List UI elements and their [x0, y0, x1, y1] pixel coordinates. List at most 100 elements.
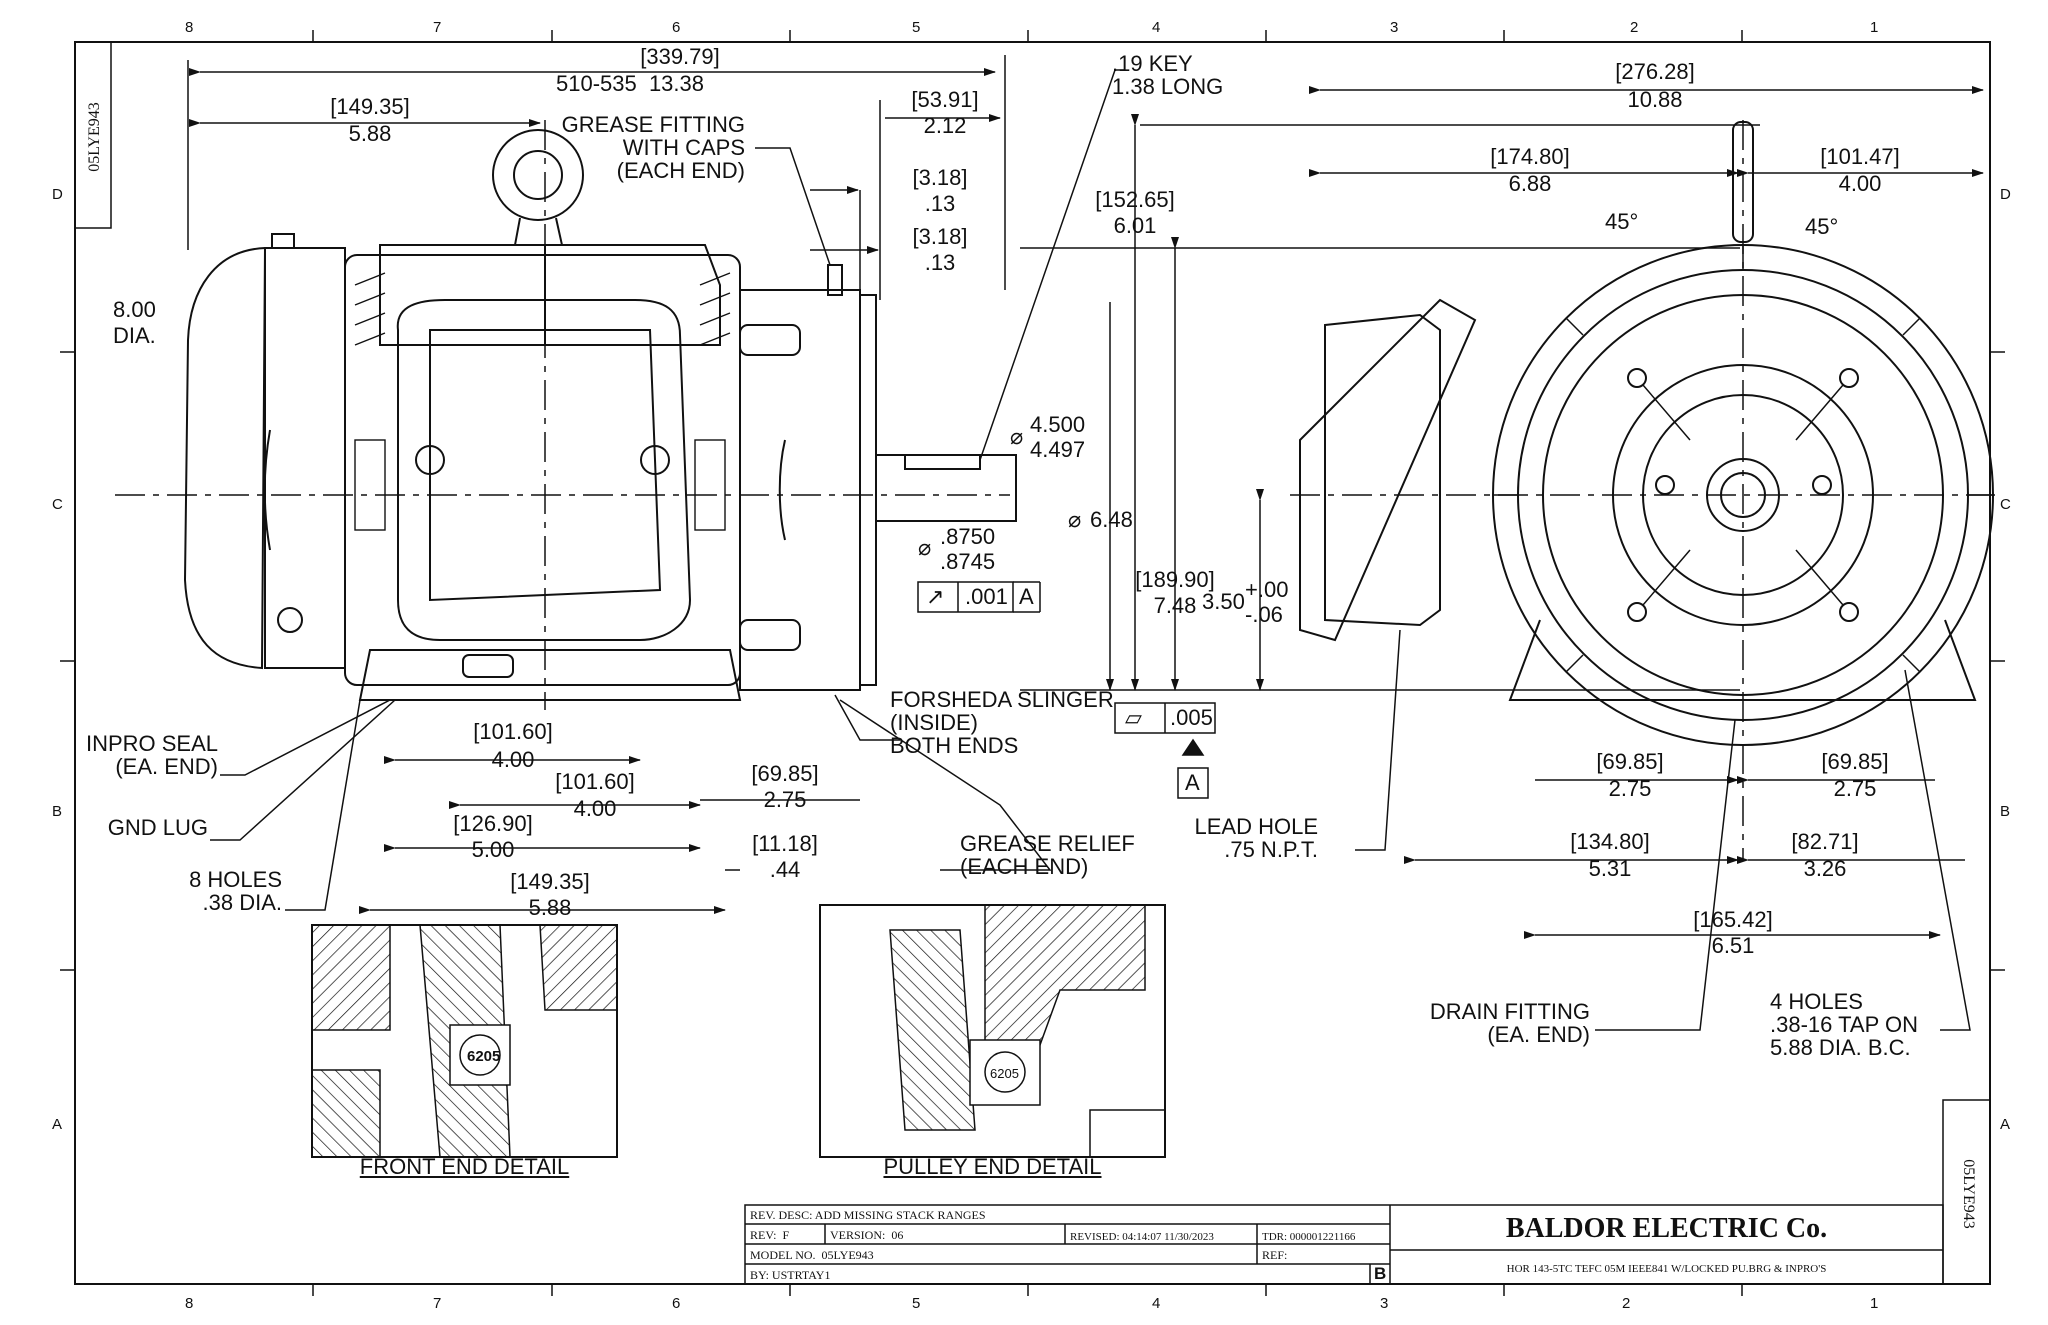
- runout-symbol: ↗: [926, 584, 945, 609]
- foot-f-inch: .44: [769, 857, 801, 882]
- inpro-seal-line2: (EA. END): [115, 754, 218, 779]
- forsheda-line1: FORSHEDA SLINGER: [890, 687, 1114, 712]
- shaft-small-dia-min: .8745: [940, 549, 996, 574]
- shaft-dia-symbol: ⌀: [1010, 424, 1024, 449]
- pulley-end-detail-caption: PULLEY END DETAIL: [883, 1154, 1102, 1179]
- datum-a-label: A: [1185, 770, 1200, 795]
- side-drawing-number: 05LYE943: [86, 102, 103, 172]
- end-right-metric: [101.47]: [1820, 144, 1900, 169]
- zone-row-b-right: B: [2000, 803, 2011, 820]
- grease-relief-line2: (EACH END): [960, 854, 1089, 879]
- sheet-size: B: [1374, 1264, 1387, 1283]
- gnd-lug-label: GND LUG: [107, 815, 208, 840]
- drain-fitting-line1: DRAIN FITTING: [1429, 999, 1590, 1024]
- foot-d-metric: [149.35]: [510, 869, 590, 894]
- shaft-height-metric: [189.90]: [1135, 567, 1215, 592]
- zone-col-1-top: 1: [1870, 19, 1879, 36]
- foot-d-inch: 5.88: [528, 895, 572, 920]
- ref-label: REF:: [1262, 1248, 1288, 1262]
- grease-fitting-line2: WITH CAPS: [622, 135, 745, 160]
- forsheda-line3: BOTH ENDS: [890, 733, 1019, 758]
- dimension-lines: [115, 55, 1995, 1031]
- foot-c-metric: [126.90]: [453, 811, 533, 836]
- dim-frame-end-inch: 5.88: [348, 121, 392, 146]
- holes4-line2: .38-16 TAP ON: [1770, 1012, 1918, 1037]
- drain-fitting-line2: (EA. END): [1487, 1022, 1590, 1047]
- zone-col-8-top: 8: [185, 19, 194, 36]
- fan-dia-value: 8.00: [113, 297, 156, 322]
- holes4-line3: 5.88 DIA. B.C.: [1770, 1035, 1911, 1060]
- zone-col-2-bottom: 2: [1622, 1295, 1631, 1312]
- zone-col-7-top: 7: [433, 19, 442, 36]
- lead-hole-line1: LEAD HOLE: [1194, 814, 1319, 839]
- rev-description: REV. DESC: ADD MISSING STACK RANGES: [750, 1208, 986, 1222]
- end-c1-inch: 5.31: [1588, 856, 1632, 881]
- zone-col-4-top: 4: [1152, 19, 1161, 36]
- lead-hole-line2: .75 N.P.T.: [1224, 837, 1318, 862]
- foot-e-metric: [69.85]: [751, 761, 819, 786]
- end-c2-inch: 3.26: [1803, 856, 1847, 881]
- grease-relief-line1: GREASE RELIEF: [960, 831, 1135, 856]
- flatness-value: .005: [1170, 705, 1213, 730]
- key-length: 1.38 LONG: [1112, 74, 1224, 99]
- dim-flange-b-inch: .13: [924, 250, 956, 275]
- center-tolerance-plus: +.00: [1245, 577, 1289, 602]
- zone-col-4-bottom: 4: [1152, 1295, 1161, 1312]
- dim-flange-a-metric: [3.18]: [912, 165, 968, 190]
- end-c3-inch: 6.51: [1711, 933, 1755, 958]
- foot-f-metric: [11.18]: [752, 831, 818, 856]
- dim-shaft-ext-metric: [53.91]: [911, 87, 979, 112]
- foot-b-metric: [101.60]: [555, 769, 635, 794]
- rev-letter: REV: F: [750, 1228, 790, 1242]
- angle-left: 45°: [1605, 209, 1639, 234]
- tdr-number: TDR: 000001221166: [1262, 1231, 1356, 1243]
- side-view: [183, 129, 1017, 701]
- grease-fitting-line3: (EACH END): [616, 158, 745, 183]
- end-c2-metric: [82.71]: [1791, 829, 1859, 854]
- dim-shaft-ext-inch: 2.12: [923, 113, 967, 138]
- fan-dia-label: DIA.: [113, 323, 156, 348]
- zone-col-3-top: 3: [1390, 19, 1399, 36]
- zone-col-5-top: 5: [912, 19, 921, 36]
- dim-frame-end-metric: [149.35]: [330, 94, 410, 119]
- dim-shaft-top-inch: 6.01: [1113, 213, 1157, 238]
- title-block-lines: [744, 1204, 1944, 1285]
- pulley-end-detail: [819, 904, 1166, 1158]
- company-name: BALDOR ELECTRIC Co.: [1505, 1213, 1828, 1244]
- angle-right: 45°: [1805, 214, 1839, 239]
- zone-col-7-bottom: 7: [433, 1295, 442, 1312]
- flatness-symbol: ▱: [1125, 705, 1142, 730]
- zone-row-a-left: A: [52, 1116, 63, 1133]
- end-left-inch: 6.88: [1508, 171, 1552, 196]
- dim-overall-metric: [339.79]: [640, 44, 720, 69]
- zone-row-d-left: D: [52, 186, 63, 203]
- holes8-line2: .38 DIA.: [202, 890, 282, 915]
- revised-date: REVISED: 04:14:07 11/30/2023: [1070, 1231, 1214, 1243]
- foot-a-metric: [101.60]: [473, 719, 553, 744]
- end-foot-right-inch: 2.75: [1833, 776, 1877, 801]
- overall-dia-value: 6.48: [1090, 507, 1133, 532]
- drawing-description: HOR 143-5TC TEFC 05M IEEE841 W/LOCKED PU…: [1506, 1263, 1827, 1275]
- end-view: [1299, 121, 1994, 746]
- shaft-dia-min: 4.497: [1030, 437, 1086, 462]
- front-end-detail-caption: FRONT END DETAIL: [359, 1154, 570, 1179]
- forsheda-line2: (INSIDE): [890, 710, 978, 735]
- end-width-metric: [276.28]: [1615, 59, 1695, 84]
- zone-col-2-top: 2: [1630, 19, 1639, 36]
- dim-shaft-top-metric: [152.65]: [1095, 187, 1175, 212]
- end-foot-left-inch: 2.75: [1608, 776, 1652, 801]
- foot-e-inch: 2.75: [763, 787, 807, 812]
- drawing-number-vertical: 05LYE943: [1960, 1159, 1977, 1229]
- tolerance-frames: [917, 581, 1216, 799]
- shaft-dia-max: 4.500: [1030, 412, 1086, 437]
- version: VERSION: 06: [830, 1228, 904, 1242]
- zone-row-a-right: A: [2000, 1116, 2011, 1133]
- shaft-small-dia-symbol: ⌀: [918, 535, 932, 560]
- shaft-height-inch: 7.48: [1153, 593, 1197, 618]
- center-height-value: 3.50: [1202, 589, 1245, 614]
- tolerance-value: .001: [965, 584, 1008, 609]
- foot-c-inch: 5.00: [471, 837, 515, 862]
- pulley-bearing-label: 6205: [990, 1066, 1019, 1081]
- zone-row-c-right: C: [2000, 496, 2011, 513]
